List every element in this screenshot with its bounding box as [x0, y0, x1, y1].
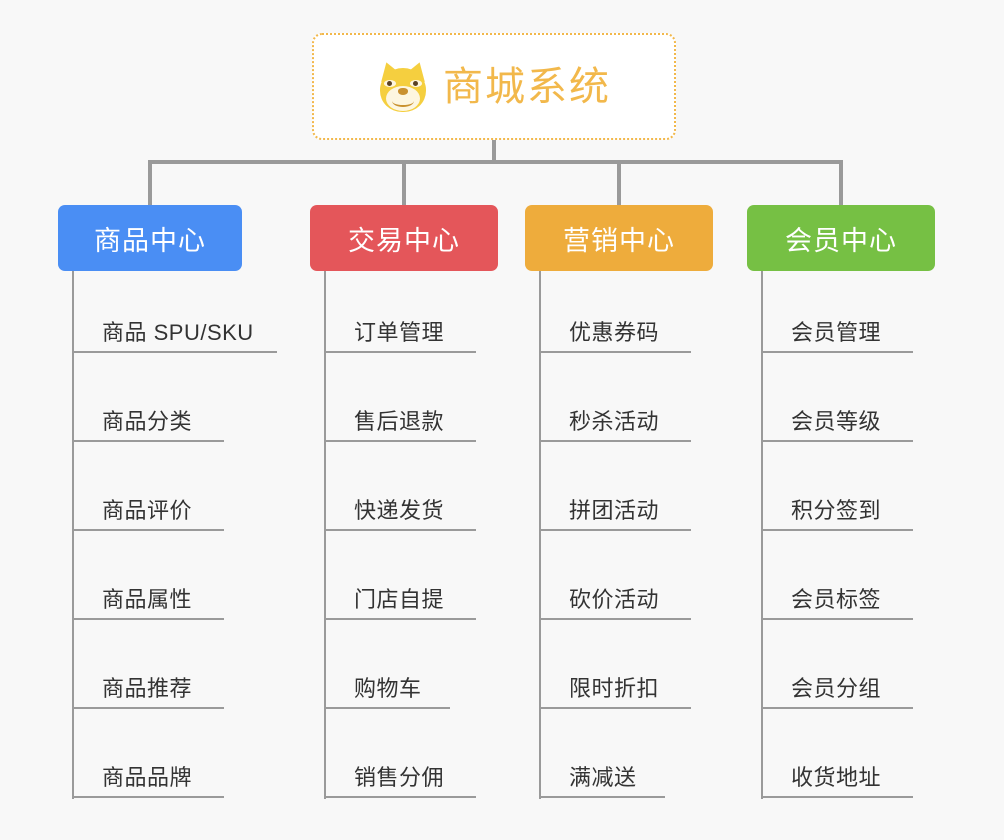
leaf-item-label: 会员等级 — [791, 409, 882, 434]
leaf-item-label: 收货地址 — [791, 765, 882, 790]
leaf-item-label: 会员标签 — [791, 587, 882, 612]
leaf-item-label: 快递发货 — [354, 498, 445, 523]
branch-drop-connector-trade-center — [402, 160, 406, 205]
leaf-item-underline — [763, 796, 913, 798]
leaf-item-underline — [74, 707, 224, 709]
column-spine-connector — [72, 271, 74, 799]
category-box-trade-center[interactable]: 交易中心 — [310, 205, 498, 271]
branch-drop-connector-product-center — [148, 160, 152, 205]
column-spine-connector — [539, 271, 541, 799]
leaf-item-label: 购物车 — [354, 676, 422, 701]
leaf-item-underline — [326, 618, 476, 620]
leaf-item-underline — [541, 351, 691, 353]
branch-drop-connector-marketing-center — [617, 160, 621, 205]
category-label: 商品中心 — [94, 225, 206, 256]
dog-face-icon — [375, 58, 431, 114]
category-box-product-center[interactable]: 商品中心 — [58, 205, 242, 271]
root-node-card[interactable]: 商城系统 — [312, 33, 676, 140]
leaf-item-underline — [763, 707, 913, 709]
leaf-item-label: 砍价活动 — [569, 587, 660, 612]
leaf-item-underline — [763, 440, 913, 442]
leaf-item-underline — [541, 440, 691, 442]
leaf-item-label: 商品属性 — [102, 587, 193, 612]
leaf-item-underline — [74, 440, 224, 442]
leaf-item-underline — [326, 796, 476, 798]
category-box-marketing-center[interactable]: 营销中心 — [525, 205, 713, 271]
leaf-item-underline — [74, 529, 224, 531]
leaf-item-label: 门店自提 — [354, 587, 445, 612]
leaf-item-underline — [326, 707, 450, 709]
leaf-item-underline — [763, 618, 913, 620]
leaf-item-underline — [541, 707, 691, 709]
leaf-item-label: 积分签到 — [791, 498, 882, 523]
root-stem-connector — [492, 140, 496, 164]
leaf-item-underline — [326, 351, 476, 353]
leaf-item-label: 限时折扣 — [569, 676, 660, 701]
root-node-title: 商城系统 — [443, 64, 611, 109]
category-label: 交易中心 — [348, 225, 460, 256]
leaf-item-label: 优惠券码 — [569, 320, 660, 345]
category-box-member-center[interactable]: 会员中心 — [747, 205, 935, 271]
leaf-item-underline — [541, 529, 691, 531]
branch-drop-connector-member-center — [839, 160, 843, 205]
leaf-item-label: 拼团活动 — [569, 498, 660, 523]
leaf-item-label: 秒杀活动 — [569, 409, 660, 434]
leaf-item-underline — [74, 351, 277, 353]
leaf-item-label: 会员管理 — [791, 320, 882, 345]
leaf-item-underline — [326, 440, 476, 442]
leaf-item-underline — [326, 529, 476, 531]
leaf-item-label: 商品 SPU/SKU — [102, 320, 254, 345]
leaf-item-label: 商品评价 — [102, 498, 193, 523]
leaf-item-label: 满减送 — [569, 765, 637, 790]
leaf-item-underline — [763, 351, 913, 353]
leaf-item-label: 订单管理 — [354, 320, 445, 345]
leaf-item-underline — [74, 618, 224, 620]
leaf-item-underline — [74, 796, 224, 798]
leaf-item-underline — [541, 796, 665, 798]
leaf-item-label: 销售分佣 — [354, 765, 445, 790]
category-label: 营销中心 — [563, 225, 675, 256]
leaf-item-underline — [763, 529, 913, 531]
column-spine-connector — [324, 271, 326, 799]
leaf-item-label: 售后退款 — [354, 409, 445, 434]
leaf-item-underline — [541, 618, 691, 620]
leaf-item-label: 会员分组 — [791, 676, 882, 701]
leaf-item-label: 商品品牌 — [102, 765, 193, 790]
leaf-item-label: 商品分类 — [102, 409, 193, 434]
leaf-item-label: 商品推荐 — [102, 676, 193, 701]
category-label: 会员中心 — [785, 225, 897, 256]
column-spine-connector — [761, 271, 763, 799]
horizontal-bus-connector — [150, 160, 841, 164]
